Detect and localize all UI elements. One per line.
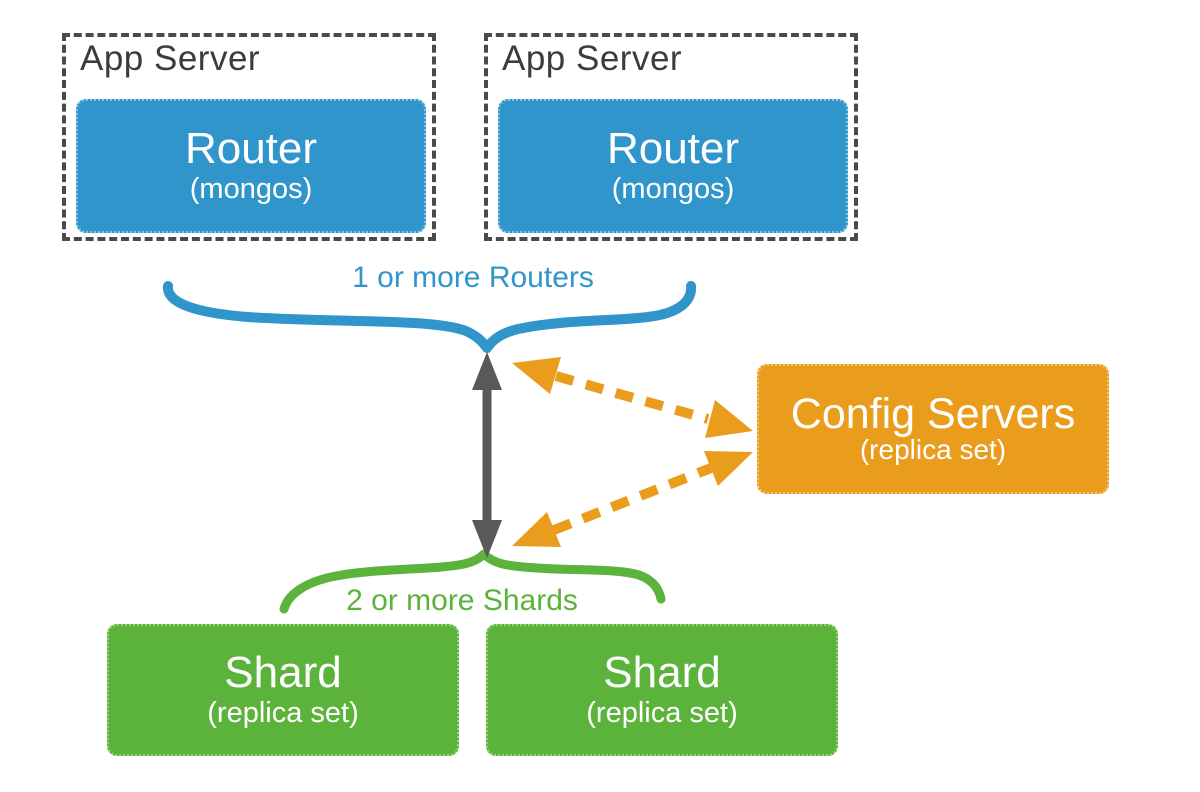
router-subtitle: (mongos) bbox=[189, 173, 313, 206]
arrowhead-icon bbox=[512, 357, 561, 394]
arrowhead-icon bbox=[704, 451, 753, 486]
routers-brace-icon bbox=[163, 281, 697, 353]
routers-brace-label: 1 or more Routers bbox=[352, 261, 594, 294]
router-box-2: Router (mongos) bbox=[498, 99, 848, 233]
config-servers-subtitle: (replica set) bbox=[859, 434, 1007, 466]
shard-subtitle: (replica set) bbox=[207, 697, 359, 730]
shard-title: Shard bbox=[603, 647, 721, 697]
router-title: Router bbox=[606, 123, 740, 173]
config-servers-box: Config Servers (replica set) bbox=[757, 364, 1109, 494]
app-server-label: App Server bbox=[80, 39, 261, 78]
arrowhead-icon bbox=[705, 400, 753, 438]
app-server-box-2: App Server Router (mongos) bbox=[484, 33, 858, 241]
arrowhead-icon bbox=[512, 512, 561, 547]
config-shard-arrow bbox=[512, 451, 753, 547]
app-server-box-1: App Server Router (mongos) bbox=[62, 33, 436, 241]
router-title: Router bbox=[184, 123, 318, 173]
router-subtitle: (mongos) bbox=[611, 173, 735, 206]
config-servers-title: Config Servers bbox=[790, 390, 1076, 439]
shards-brace-label: 2 or more Shards bbox=[346, 584, 578, 617]
shard-box-1: Shard (replica set) bbox=[107, 624, 459, 756]
router-box-1: Router (mongos) bbox=[76, 99, 426, 233]
shard-box-2: Shard (replica set) bbox=[486, 624, 838, 756]
router-shard-arrow bbox=[472, 352, 502, 558]
arrow-up-icon bbox=[472, 352, 502, 390]
config-router-arrow bbox=[512, 357, 753, 438]
arrow-down-icon bbox=[472, 520, 502, 558]
shard-subtitle: (replica set) bbox=[586, 697, 738, 730]
shard-title: Shard bbox=[224, 647, 342, 697]
app-server-label: App Server bbox=[502, 39, 683, 78]
